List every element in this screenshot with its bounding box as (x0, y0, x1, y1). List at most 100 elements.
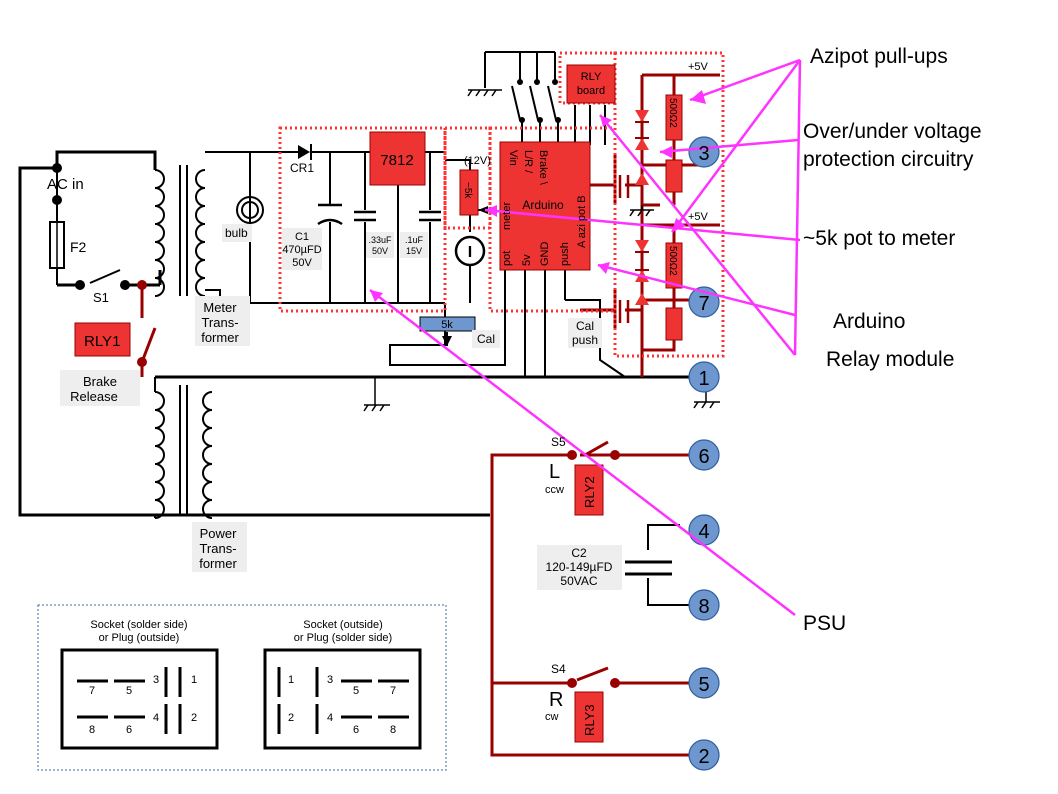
socket-right-pin: 1 (288, 674, 294, 686)
relay-board-label-1: RLY (581, 71, 602, 83)
ac-in-label: AC in (47, 176, 84, 193)
socket-right-pin: 4 (327, 712, 333, 724)
capacitor-c1 (317, 203, 343, 226)
c1-label-1: C1 (295, 231, 309, 243)
c01-label-2: 15V (406, 246, 422, 256)
socket-right-pin: 2 (288, 712, 294, 724)
arduino-board (499, 141, 591, 271)
cal-label: Cal (477, 332, 495, 346)
cr1-label: CR1 (290, 161, 314, 175)
component-labels: AC in F2 S1 RLY1 Brake Release CR1 bulb … (47, 61, 709, 736)
socket-pin-bars (77, 667, 409, 734)
pot-value-label: ~5k (462, 182, 473, 199)
pin-2-circle (688, 739, 720, 771)
calpush-label-1: Cal (576, 319, 594, 333)
meter-label: I (468, 244, 472, 261)
diode-cr1 (298, 145, 310, 159)
c033-label-bg (366, 232, 394, 258)
meter-icon (454, 235, 486, 267)
socket-left-pin: 2 (191, 712, 197, 724)
arduino-pin-5v: 5v (521, 254, 533, 266)
meter-transformer (154, 152, 264, 297)
callout-psu: PSU (803, 612, 846, 635)
pin-1: 1 (698, 368, 709, 390)
cw-label: cw (545, 711, 559, 723)
socket-left (60, 648, 219, 750)
resistor-500-top (665, 94, 683, 141)
v12-label: (12V) (464, 155, 491, 167)
socket-left-pin: 8 (89, 724, 95, 736)
callout-relay: Relay module (826, 348, 954, 371)
power-transformer-label-bg (192, 522, 247, 572)
socket-right-title-1: Socket (outside) (303, 619, 382, 631)
rly2-box (574, 464, 604, 516)
cal-label-bg (472, 330, 500, 348)
capacitor-01uf (419, 210, 441, 222)
pin-8: 8 (698, 596, 709, 618)
s5-contact-left (567, 450, 577, 460)
s5-label: S5 (551, 435, 566, 449)
s1-contact-right (120, 280, 130, 290)
arduino-pin-push: push (559, 242, 571, 266)
socket-left-title-2: or Plug (outside) (99, 632, 180, 644)
s4-contact-right (610, 678, 620, 688)
pin-7: 7 (698, 293, 709, 315)
bulb-label-bg (222, 224, 252, 242)
socket-left-pin: 1 (191, 674, 197, 686)
plus5v-bottom: +5V (688, 211, 709, 223)
cal-pot-5k (419, 316, 476, 332)
socket-panel (37, 604, 447, 771)
f2-label: F2 (70, 239, 87, 255)
c033-label-2: 50V (372, 246, 388, 256)
resistor-500-top-label: 500Ω2 (667, 98, 678, 128)
pin-3-circle (688, 136, 720, 168)
c2-label-3: 50VAC (560, 574, 597, 588)
socket-left-title-1: Socket (solder side) (90, 619, 187, 631)
power-transformer (154, 377, 213, 519)
socket-left-pin: 3 (153, 674, 159, 686)
arduino-pin-meter: meter (501, 202, 513, 230)
relay-board-label-2: board (577, 85, 605, 97)
arduino-pin-pot: pot (501, 251, 513, 266)
protection-circuit-top (618, 94, 683, 198)
pin-6-circle (688, 439, 720, 471)
socket-right-pin: 3 (327, 674, 333, 686)
resistor-500-bottom-label: 500Ω2 (667, 246, 678, 276)
annotation-arrows (369, 58, 802, 616)
s1-label: S1 (93, 290, 109, 305)
arduino-pin-gnd: GND (539, 242, 551, 267)
s4-contact-left (567, 678, 577, 688)
pin-1-circle (688, 361, 720, 393)
c1-label-bg (282, 228, 322, 270)
socket-left-pin: 5 (126, 685, 132, 697)
ground-symbols (363, 89, 720, 412)
brake-label-2: Release (70, 389, 118, 404)
meter-transformer-label-2: Trans- (201, 315, 238, 330)
cal-push-label-bg (568, 318, 602, 348)
arduino-pin-lr: L/R / (522, 150, 534, 174)
plus5v-top: +5V (688, 61, 709, 73)
l-label: L (549, 461, 560, 483)
c01-label-1: .1uF (405, 235, 424, 245)
meter-transformer-label-3: former (201, 330, 239, 345)
s4-label: S4 (551, 662, 566, 676)
callout-pot: ~5k pot to meter (803, 227, 955, 250)
protection-outline (613, 51, 725, 358)
arduino-pin-azipot: A azi pot B (576, 195, 588, 248)
c033-label-1: .33uF (368, 235, 392, 245)
pin-8-circle (688, 589, 720, 621)
rly1-junction (137, 280, 147, 290)
ccw-label: ccw (545, 484, 564, 496)
c01-label-bg (400, 232, 428, 258)
brake-release-label-bg (60, 370, 140, 406)
red-wiring (140, 73, 720, 757)
rly2-label: RLY2 (582, 476, 597, 508)
power-transformer-label-2: Trans- (199, 541, 236, 556)
calpush-label-2: push (572, 333, 598, 347)
pin-5: 5 (698, 674, 709, 696)
relay-board (566, 64, 616, 104)
capacitor-033uf (354, 210, 376, 222)
callout-azipot: Azipot pull-ups (810, 45, 948, 68)
switch-bank (517, 79, 561, 123)
